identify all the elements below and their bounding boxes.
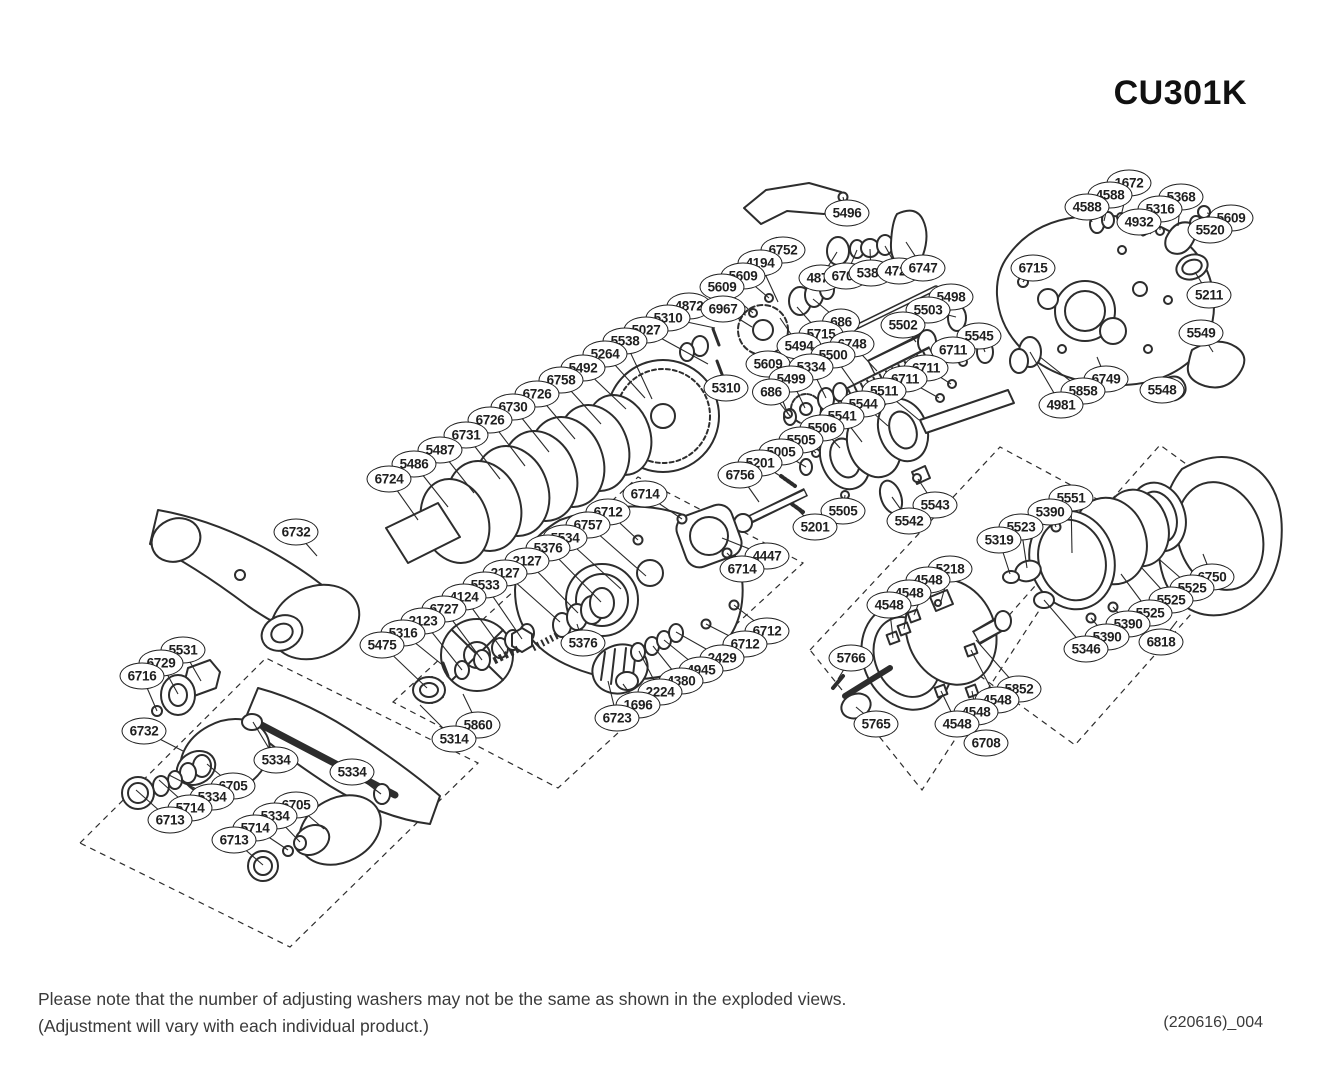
part-callout-686: 686 xyxy=(752,378,790,406)
part-callout-5334: 5334 xyxy=(253,746,299,774)
part-callout-5542: 5542 xyxy=(886,507,932,535)
part-callout-5496: 5496 xyxy=(824,199,870,227)
part-callout-6716: 6716 xyxy=(119,662,165,690)
part-callout-5520: 5520 xyxy=(1187,216,1233,244)
part-callout-6756: 6756 xyxy=(717,461,763,489)
part-callout-5766: 5766 xyxy=(828,644,874,672)
part-callout-6818: 6818 xyxy=(1138,628,1184,656)
part-callout-5334: 5334 xyxy=(329,758,375,786)
part-callout-5765: 5765 xyxy=(853,710,899,738)
part-callout-5502: 5502 xyxy=(880,311,926,339)
part-callout-5319: 5319 xyxy=(976,526,1022,554)
part-callout-6708: 6708 xyxy=(963,729,1009,757)
part-callout-6732: 6732 xyxy=(273,518,319,546)
part-callout-5310: 5310 xyxy=(703,374,749,402)
part-callout-6967: 6967 xyxy=(700,295,746,323)
part-callout-5314: 5314 xyxy=(431,725,477,753)
part-callout-4932: 4932 xyxy=(1116,208,1162,236)
part-callout-5376: 5376 xyxy=(560,629,606,657)
part-callout-6758: 6758 xyxy=(538,366,584,394)
part-callout-6713: 6713 xyxy=(211,826,257,854)
part-callout-2127: 2127 xyxy=(482,559,528,587)
product-code-title: CU301K xyxy=(1113,74,1247,112)
part-callout-5475: 5475 xyxy=(359,631,405,659)
part-callout-5543: 5543 xyxy=(912,491,958,519)
footer-note-line1: Please note that the number of adjusting… xyxy=(38,989,847,1009)
part-callout-6726: 6726 xyxy=(514,380,560,408)
part-callout-5549: 5549 xyxy=(1178,319,1224,347)
part-callout-6732: 6732 xyxy=(121,717,167,745)
footer-note: Please note that the number of adjusting… xyxy=(38,986,846,1040)
part-callout-4548: 4548 xyxy=(866,591,912,619)
part-callout-5545: 5545 xyxy=(956,322,1002,350)
footer-note-line2: (Adjustment will vary with each individu… xyxy=(38,1016,429,1037)
part-callout-6713: 6713 xyxy=(147,806,193,834)
part-callout-6724: 6724 xyxy=(366,465,412,493)
part-callout-5201: 5201 xyxy=(792,513,838,541)
part-callout-6747: 6747 xyxy=(900,254,946,282)
part-callout-4588: 4588 xyxy=(1064,193,1110,221)
part-callout-6715: 6715 xyxy=(1010,254,1056,282)
document-code: (220616)_004 xyxy=(1163,1014,1263,1031)
part-callout-6711: 6711 xyxy=(930,336,976,364)
part-callout-4981: 4981 xyxy=(1038,391,1084,419)
part-callout-6731: 6731 xyxy=(443,421,489,449)
part-callout-5211: 5211 xyxy=(1186,281,1232,309)
part-callout-5346: 5346 xyxy=(1063,635,1109,663)
part-callout-6714: 6714 xyxy=(622,480,668,508)
part-callout-5548: 5548 xyxy=(1139,376,1185,404)
part-callout-6723: 6723 xyxy=(594,704,640,732)
part-callout-6714: 6714 xyxy=(719,555,765,583)
part-callout-4548: 4548 xyxy=(934,710,980,738)
